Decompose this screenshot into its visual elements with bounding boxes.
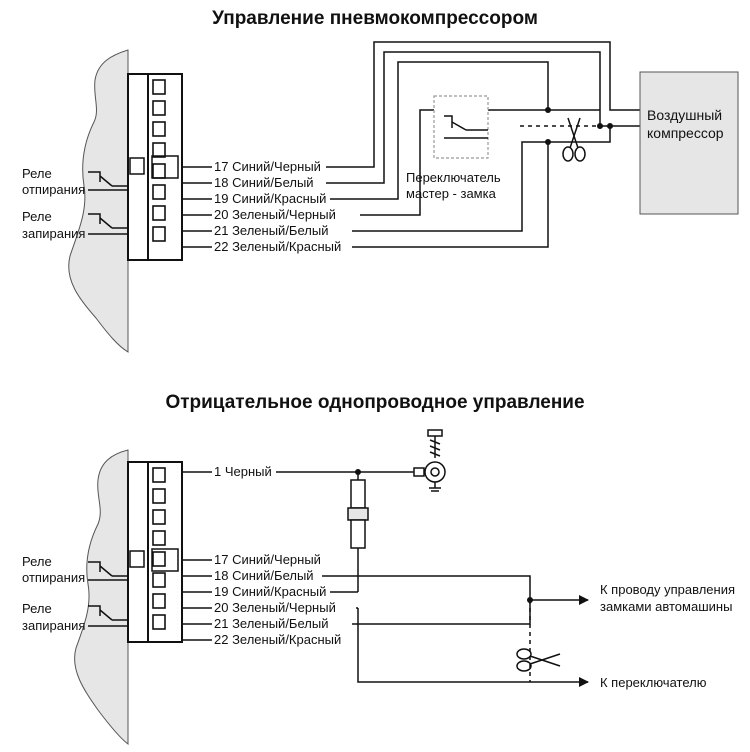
bottom-junctions [355, 469, 533, 603]
bottom-relay-contacts [88, 561, 128, 627]
switch-label-1: Переключатель [406, 170, 501, 185]
bottom-wire-stubs [182, 471, 212, 641]
ground-screw-icon [427, 429, 443, 458]
top-junctions [545, 107, 613, 145]
top-diagram: Реле отпирания Реле запирания [22, 41, 739, 353]
compressor-label-1: Воздушный [647, 107, 722, 123]
master-switch-contacts [444, 115, 488, 139]
to-lock-wire-label-2: замками автомашины [600, 599, 732, 614]
bottom-diagram: Реле отпирания Реле запирания [22, 429, 735, 746]
top-wire-18-label: 18 Синий/Белый [214, 175, 314, 190]
top-relay-unlock-label-2: отпирания [22, 182, 85, 197]
top-wire-21-label: 21 Зеленый/Белый [214, 223, 328, 238]
top-relay-lock-label-1: Реле [22, 209, 52, 224]
top-wire-20-label: 20 Зеленый/Черный [214, 207, 336, 222]
air-compressor-box [639, 71, 739, 215]
top-wire-19-label: 19 Синий/Красный [214, 191, 326, 206]
scissors-icon-bottom [516, 648, 561, 672]
to-switch-label: К переключателю [600, 675, 707, 690]
bottom-wire-18-label: 18 Синий/Белый [214, 568, 314, 583]
to-lock-wire-label-1: К проводу управления [600, 582, 735, 597]
compressor-label-2: компрессор [647, 125, 724, 141]
bottom-wire-17-label: 17 Синий/Черный [214, 552, 321, 567]
scissors-icon [562, 117, 586, 162]
connector-pins-bottom [152, 467, 166, 630]
top-wire-22-label: 22 Зеленый/Красный [214, 239, 341, 254]
top-relay-unlock-label-1: Реле [22, 166, 52, 181]
top-relay-lock-label-2: запирания [22, 226, 85, 241]
switch-label-2: мастер - замка [406, 186, 497, 201]
diode-connector-icon [347, 479, 369, 549]
bottom-wire-21-label: 21 Зеленый/Белый [214, 616, 328, 631]
bottom-relay-lock-label-2: запирания [22, 618, 85, 633]
alarm-unit-shape [68, 49, 129, 353]
bottom-wire-22-label: 22 Зеленый/Красный [214, 632, 341, 647]
top-relay-contacts [88, 171, 128, 235]
bottom-wire-19-label: 19 Синий/Красный [214, 584, 326, 599]
bottom-wire-1-label: 1 Черный [214, 464, 272, 479]
top-wire-17-label: 17 Синий/Черный [214, 159, 321, 174]
bottom-relay-unlock-label-2: отпирания [22, 570, 85, 585]
connector-pins [152, 79, 166, 242]
top-diagram-title: Управление пневмокомпрессором [212, 8, 538, 29]
bottom-relay-unlock-label-1: Реле [22, 554, 52, 569]
bottom-diagram-title: Отрицательное однопроводное управление [165, 392, 585, 413]
bottom-wire-20-label: 20 Зеленый/Черный [214, 600, 336, 615]
bottom-relay-lock-label-1: Реле [22, 601, 52, 616]
ring-terminal-icon [413, 461, 446, 492]
top-wire-stubs [182, 166, 212, 248]
bottom-routed-wires [276, 471, 589, 687]
alarm-unit-shape-bottom [74, 449, 129, 746]
